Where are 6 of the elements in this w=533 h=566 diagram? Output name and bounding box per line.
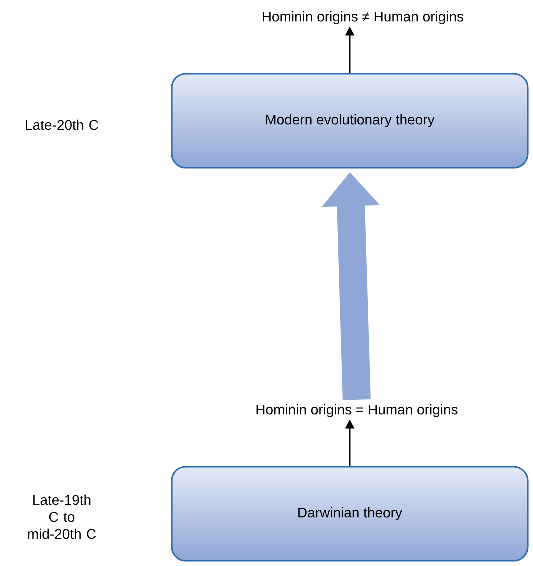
outcome-text: Hominin origins ≠ Human origins	[263, 11, 464, 25]
process-box: Modern evolutionary theory	[171, 73, 529, 169]
period-label: Late-19th C to mid-20th C	[28, 494, 96, 540]
outcome-text: Hominin origins = Human origins	[256, 404, 458, 418]
period-label: Late-20th C	[26, 120, 98, 130]
process-box: Darwinian theory	[171, 466, 529, 562]
